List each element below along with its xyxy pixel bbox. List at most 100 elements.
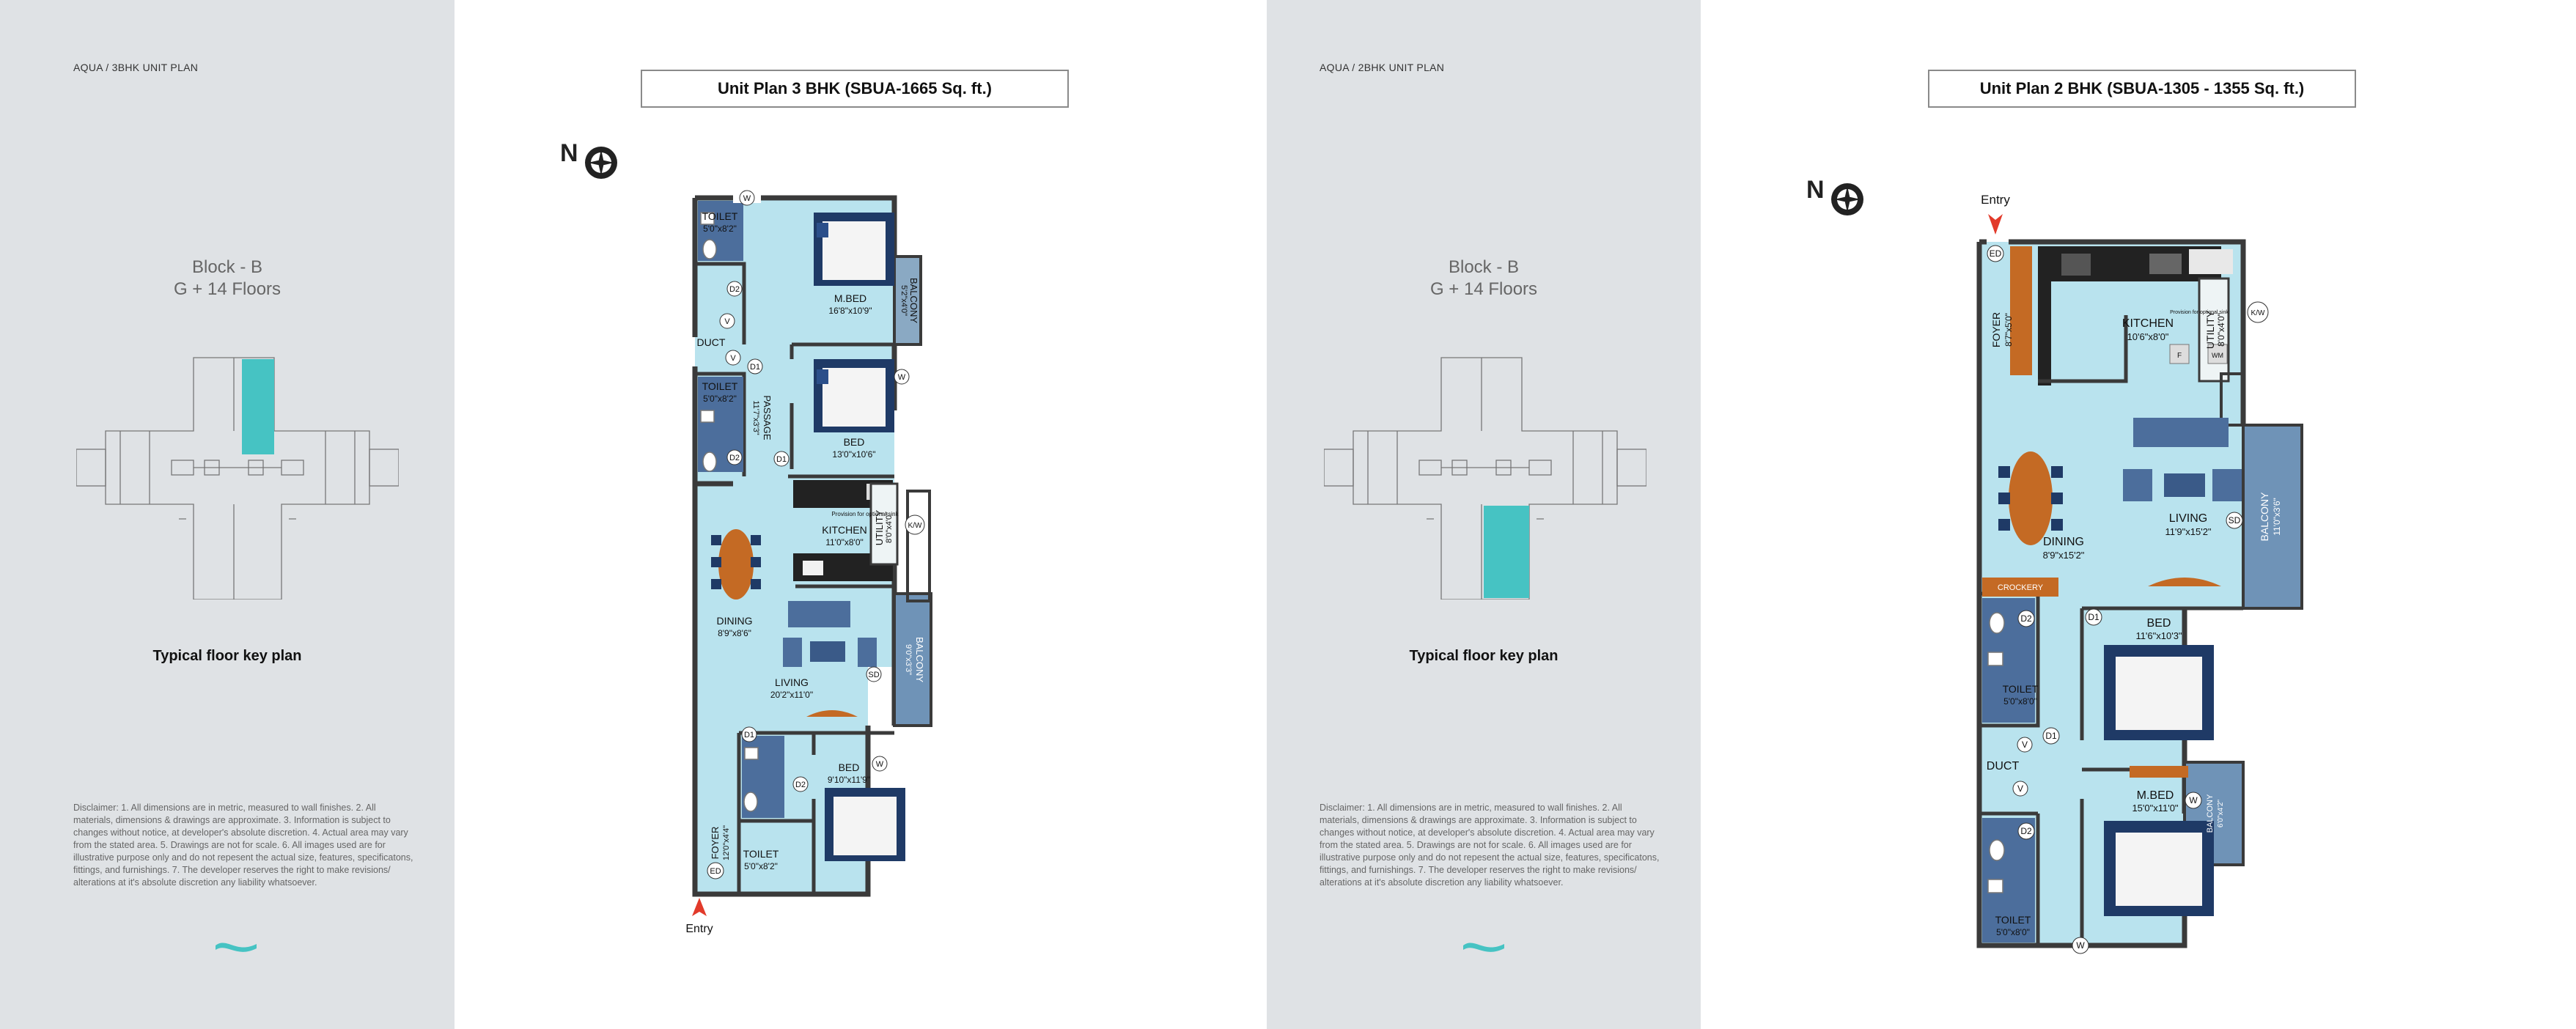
- tag-sd: SD: [2229, 515, 2241, 525]
- keyplan-title: Typical floor key plan: [152, 648, 302, 664]
- entry-arrow-icon: [1988, 214, 2003, 235]
- room-balcony-1-dim: 5'2"x4'0": [899, 285, 908, 316]
- room-toilet-1: TOILET: [702, 210, 738, 222]
- room-mbed-dim: 15'0"x11'0": [2132, 803, 2178, 814]
- entry-label: Entry: [1981, 193, 2010, 207]
- room-balcony-2-dim: 9'0"x3'3": [904, 644, 913, 675]
- tag-duct-v-2: V: [730, 354, 736, 363]
- tag-door-d2-1: D2: [729, 285, 740, 294]
- tag-door-d1-2: D1: [776, 455, 787, 464]
- tag-door-d2-1: D2: [2020, 613, 2032, 624]
- floor-plan-2bhk: Entry: [1976, 193, 2303, 954]
- room-bed-2: BED: [839, 761, 860, 773]
- room-toilet-3-dim: 5'0"x8'2": [744, 861, 778, 871]
- room-kitchen-dim: 10'6"x8'0": [2127, 331, 2169, 342]
- keyplan-title: Typical floor key plan: [1409, 648, 1559, 664]
- block-info: Block - B G + 14 Floors: [1267, 257, 1701, 300]
- room-utility-dim: 8'0"x4'0": [2216, 313, 2226, 347]
- key-plan-diagram: [76, 357, 399, 600]
- room-duct: DUCT: [1987, 760, 2020, 772]
- room-balcony-2: BALCONY: [914, 637, 925, 682]
- room-bed-1: BED: [844, 436, 865, 448]
- room-toilet-2: TOILET: [702, 380, 738, 392]
- tag-sd: SD: [868, 671, 879, 679]
- tag-kw: K/W: [2251, 309, 2265, 317]
- left-info-panel: AQUA / 3BHK UNIT PLAN Block - B G + 14 F…: [0, 0, 455, 1029]
- room-bed-1-dim: 13'0"x10'6": [832, 449, 875, 460]
- room-passage-dim: 11'7"x3'3": [751, 400, 760, 435]
- block-info: Block - B G + 14 Floors: [0, 257, 455, 300]
- room-crockery: CROCKERY: [1998, 583, 2044, 592]
- tag-duct-v-1: V: [2022, 740, 2028, 750]
- room-toilet-1: TOILET: [2003, 683, 2039, 695]
- plan-title: Unit Plan 3 BHK (SBUA-1665 Sq. ft.): [641, 70, 1069, 108]
- room-toilet-1-dim: 5'0"x8'2": [703, 224, 737, 234]
- tag-duct-v-2: V: [2017, 783, 2023, 794]
- breadcrumb: AQUA / 3BHK UNIT PLAN: [73, 62, 199, 73]
- tag-duct-v-1: V: [724, 317, 730, 326]
- tag-door-d1-2: D1: [2045, 731, 2057, 741]
- tag-window-1: W: [2189, 795, 2198, 805]
- tag-door-d2-2: D2: [729, 454, 740, 462]
- right-info-panel: AQUA / 2BHK UNIT PLAN Block - B G + 14 F…: [1267, 0, 1701, 1029]
- tag-window-2: W: [2076, 940, 2085, 951]
- room-dining: DINING: [2043, 536, 2084, 548]
- north-letter: N: [1806, 176, 1825, 204]
- tag-ed: ED: [1990, 248, 2002, 259]
- room-foyer-dim: 8'7"x5'0": [2003, 313, 2014, 347]
- floor-count: G + 14 Floors: [1429, 279, 1538, 299]
- room-living-dim: 20'2"x11'0": [770, 690, 813, 700]
- room-mbed-dim: 16'8"x10'9": [828, 306, 872, 316]
- kitchen-provision-note: Provision for optional sink: [831, 511, 899, 517]
- room-utility: UTILITY: [2204, 310, 2216, 349]
- tag-window-2: W: [898, 373, 906, 382]
- key-plan-diagram: [1324, 357, 1646, 600]
- room-mbed: M.BED: [834, 292, 866, 304]
- tag-door-d1-3: D1: [744, 731, 754, 740]
- tag-window-1: W: [743, 194, 751, 203]
- room-kitchen-dim: 11'0"x8'0": [825, 537, 864, 547]
- floor-plan-3bhk: TOILET 5'0"x8'2" DUCT TOILET 5'0"x8'2" M…: [685, 190, 932, 935]
- disclaimer-text: Disclaimer: 1. All dimensions are in met…: [73, 803, 413, 888]
- floor-count: G + 14 Floors: [173, 279, 281, 299]
- kitchen-provision-note: Provision for optional sink: [2170, 310, 2229, 315]
- room-dining-dim: 8'9"x8'6": [718, 628, 751, 638]
- room-utility: UTILITY: [874, 509, 885, 545]
- room-bed-2-dim: 9'10"x11'9": [828, 775, 870, 785]
- entry-arrow-icon: [692, 898, 707, 916]
- room-foyer-dim: 12'0"x4'4": [722, 825, 731, 860]
- room-balcony-1-dim: 11'0"x3'6": [2272, 498, 2282, 536]
- tag-door-d2-2: D2: [2020, 826, 2032, 836]
- tag-door-d2-3: D2: [795, 781, 806, 789]
- room-duct: DUCT: [697, 336, 726, 348]
- plan-title: Unit Plan 2 BHK (SBUA-1305 - 1355 Sq. ft…: [1928, 70, 2356, 108]
- tag-door-d1-1: D1: [750, 363, 760, 372]
- room-bed: BED: [2147, 617, 2171, 630]
- highlighted-unit: [242, 359, 274, 454]
- room-mbed: M.BED: [2137, 789, 2174, 802]
- highlighted-unit: [1484, 506, 1529, 598]
- room-toilet-2-dim: 5'0"x8'0": [1996, 927, 2030, 937]
- room-living-dim: 11'9"x15'2": [2165, 526, 2211, 537]
- plan-3bhk-panel: Unit Plan 3 BHK (SBUA-1665 Sq. ft.) N: [455, 0, 1267, 1029]
- room-bed-dim: 11'6"x10'3": [2135, 630, 2182, 641]
- breadcrumb: AQUA / 2BHK UNIT PLAN: [1320, 62, 1445, 73]
- room-toilet-1-dim: 5'0"x8'0": [2003, 696, 2037, 707]
- room-dining: DINING: [717, 615, 753, 627]
- brand-swoosh-icon: [216, 943, 257, 952]
- room-living: LIVING: [775, 676, 809, 688]
- tag-fridge: F: [2177, 352, 2182, 360]
- tag-window-3: W: [876, 760, 884, 769]
- room-balcony-1: BALCONY: [2259, 492, 2270, 542]
- entry-label: Entry: [685, 923, 713, 935]
- room-kitchen: KITCHEN: [822, 524, 866, 536]
- room-kitchen: KITCHEN: [2122, 317, 2174, 330]
- room-dining-dim: 8'9"x15'2": [2043, 550, 2085, 561]
- north-letter: N: [560, 139, 578, 167]
- brand-swoosh-icon: [1463, 943, 1504, 952]
- north-compass-icon: N: [1806, 176, 1863, 215]
- room-balcony-1: BALCONY: [908, 278, 919, 323]
- room-passage: PASSAGE: [762, 395, 773, 440]
- block-name: Block - B: [191, 257, 263, 277]
- room-foyer: FOYER: [710, 827, 721, 860]
